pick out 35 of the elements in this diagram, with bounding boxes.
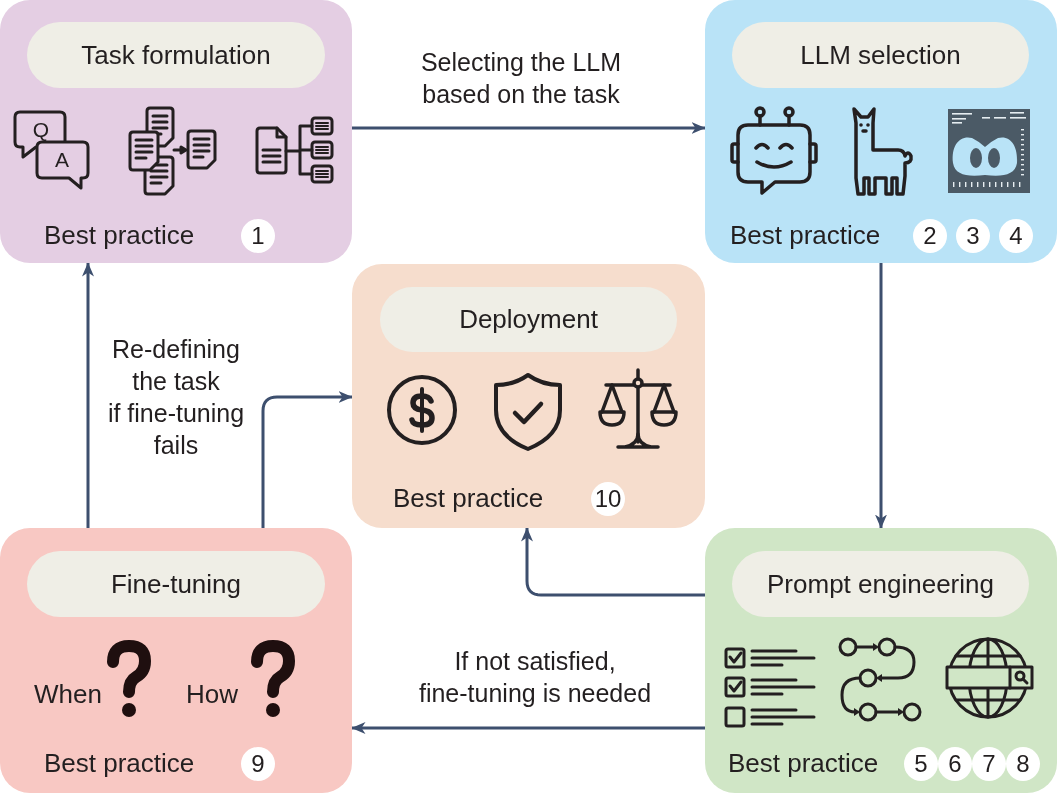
bubble-letter: Q xyxy=(32,117,50,143)
step-panel xyxy=(705,0,1057,263)
arrow xyxy=(82,262,94,528)
heading-pill: Fine-tuning xyxy=(27,551,325,617)
step-panel xyxy=(0,528,352,793)
heading-pill: Deployment xyxy=(380,287,677,352)
number-badge: 2 xyxy=(913,219,947,253)
number-badge: 1 xyxy=(241,219,275,253)
step-panel xyxy=(705,528,1057,793)
number-badge: 5 xyxy=(904,747,938,781)
number-badge: 7 xyxy=(972,747,1006,781)
caption-text: Best practice xyxy=(393,484,544,514)
question-word: How xyxy=(186,680,238,710)
bubble-letter: A xyxy=(55,147,69,173)
question-word: When xyxy=(34,680,102,710)
caption-text: Best practice xyxy=(728,749,879,779)
heading-pill: Prompt engineering xyxy=(732,551,1029,617)
arrow xyxy=(351,722,705,734)
step-panel xyxy=(352,264,705,528)
arrow xyxy=(352,122,706,134)
number-badge: 6 xyxy=(938,747,972,781)
number-badge: 9 xyxy=(241,747,275,781)
arrow xyxy=(875,263,887,529)
heading-pill: LLM selection xyxy=(732,22,1029,88)
number-badge: 8 xyxy=(1006,747,1040,781)
caption-text: Best practice xyxy=(44,749,195,779)
number-badge: 4 xyxy=(999,219,1033,253)
arrow xyxy=(261,391,353,528)
caption-text: Best practice xyxy=(730,221,881,251)
caption-text: Best practice xyxy=(44,221,195,251)
heading-pill: Task formulation xyxy=(27,22,325,88)
number-badge: 10 xyxy=(591,482,625,516)
arrow xyxy=(521,527,705,597)
step-panel xyxy=(0,0,352,263)
number-badge: 3 xyxy=(956,219,990,253)
